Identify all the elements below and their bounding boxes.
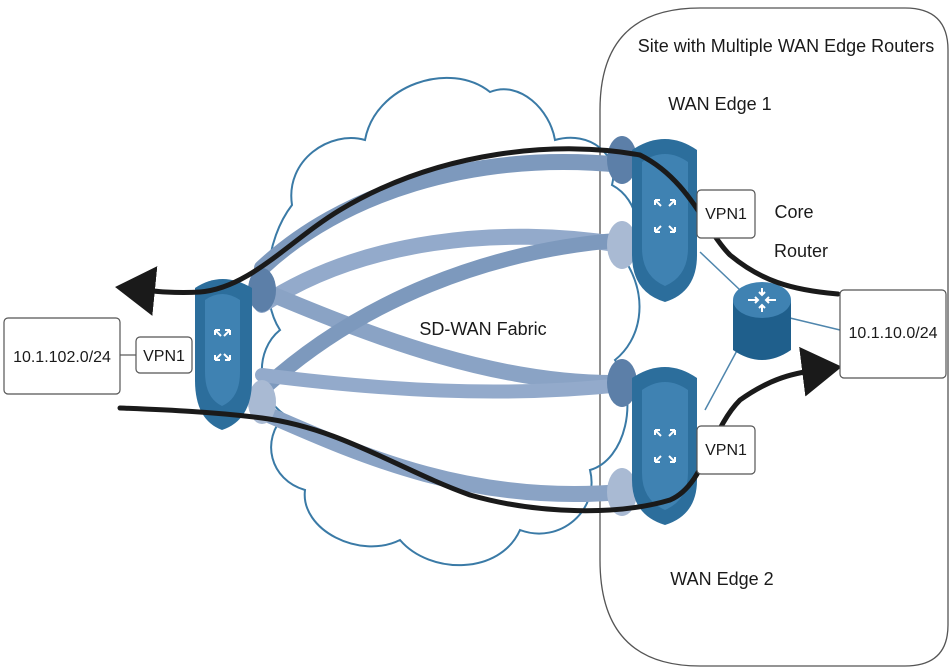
remote-tunnel-endpoints: [248, 268, 276, 424]
svg-text:VPN1: VPN1: [705, 442, 747, 459]
edge1-tunnel-endpoints: [607, 136, 637, 269]
remote-vpn-box: VPN1: [135, 336, 193, 374]
svg-text:VPN1: VPN1: [705, 206, 747, 223]
flow-paths: [115, 146, 842, 514]
fabric-label: SD-WAN Fabric: [419, 319, 546, 339]
tunnel-top-left-to-edge2: [254, 282, 630, 392]
svg-text:10.1.102.0/24: 10.1.102.0/24: [13, 349, 111, 366]
core-connectors: [699, 251, 841, 411]
outbound-flow-path: [117, 346, 842, 514]
tunnel-bottom-left-to-edge1: [254, 232, 630, 398]
sdwan-cloud: [260, 76, 641, 567]
local-subnet-box: 10.1.10.0/24: [839, 289, 947, 379]
site-title: Site with Multiple WAN Edge Routers: [638, 36, 934, 56]
shield-router-icon: [654, 199, 676, 233]
remote-edge-router: [195, 279, 252, 430]
site-boundary: [599, 7, 949, 667]
shield-router-icon: [214, 329, 231, 361]
return-flow-path: [115, 146, 841, 316]
wan-edge-2-label: WAN Edge 2: [670, 569, 773, 589]
tunnel-bottom-left-to-edge2-upper: [255, 368, 629, 399]
cylinder-router-icon: [748, 288, 776, 312]
wan-edge-2-router: [632, 367, 697, 525]
wan-edge-1-router: [632, 139, 697, 302]
edge2-vpn-box: VPN1: [696, 425, 756, 475]
svg-text:VPN1: VPN1: [143, 348, 185, 365]
edge1-vpn-box: VPN1: [696, 189, 756, 239]
core-router-label-line2: Router: [774, 241, 828, 261]
wan-edge-1-label: WAN Edge 1: [668, 94, 771, 114]
shield-router-icon: [654, 429, 676, 463]
core-router: [733, 282, 791, 360]
core-router-label-line1: Core: [774, 202, 813, 222]
svg-text:10.1.10.0/24: 10.1.10.0/24: [849, 325, 938, 342]
remote-subnet-box: 10.1.102.0/24: [3, 317, 121, 395]
edge2-tunnel-endpoints: [607, 359, 637, 516]
